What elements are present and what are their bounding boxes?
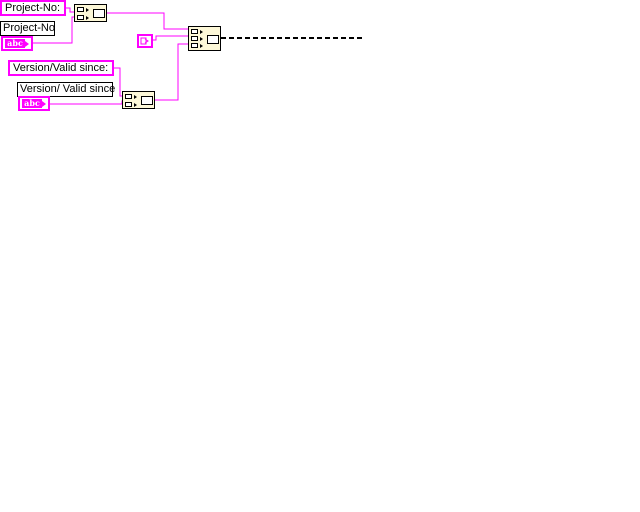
concatenate-strings-2-icon (141, 96, 153, 105)
version-valid-control-label[interactable]: Version/ Valid since (17, 82, 116, 97)
arrow-icon (134, 103, 137, 107)
arrow-icon (86, 8, 89, 12)
project-no-constant-text: Project-No: (5, 2, 61, 14)
concatenate-strings-node-3[interactable] (188, 26, 221, 51)
input-slot-icon (125, 94, 132, 99)
arrow-icon (200, 44, 203, 48)
input-slot-icon (77, 15, 84, 20)
input-slot-icon (77, 7, 84, 12)
input-slot-icon (191, 29, 198, 34)
arrow-icon (200, 37, 203, 41)
output-arrow-icon (42, 101, 46, 107)
enum-constant[interactable] (137, 34, 153, 48)
enum-constant-icon (140, 37, 149, 45)
arrow-icon (200, 30, 203, 34)
concatenate-strings-node-1[interactable] (74, 4, 107, 22)
wire-concat2-out[interactable] (154, 43, 190, 101)
input-slot-icon (191, 36, 198, 41)
wire-concat1-out[interactable] (106, 12, 190, 30)
string-terminal-icon: abc (5, 39, 25, 48)
arrow-icon (134, 95, 137, 99)
arrow-icon (86, 16, 89, 20)
concatenate-strings-3-icon (207, 35, 219, 44)
version-valid-string-terminal[interactable]: abc (18, 96, 50, 111)
concatenate-strings-2-icon (93, 9, 105, 18)
project-no-control-label[interactable]: Project-No (0, 21, 55, 36)
concatenate-strings-node-2[interactable] (122, 91, 155, 109)
wire-project-no-const[interactable] (66, 7, 76, 13)
project-no-string-constant[interactable]: Project-No: (0, 0, 66, 16)
version-valid-string-constant[interactable]: Version/Valid since: (8, 60, 114, 76)
project-no-string-terminal[interactable]: abc (1, 36, 33, 51)
output-arrow-icon (25, 41, 29, 47)
wire-version-terminal[interactable] (48, 100, 124, 105)
project-no-label-text: Project-No (3, 22, 55, 34)
string-terminal-icon: abc (22, 99, 42, 108)
input-slot-icon (191, 43, 198, 48)
version-valid-label-text: Version/ Valid since (20, 83, 116, 95)
wire-enum-const[interactable] (152, 35, 190, 41)
input-slot-icon (125, 102, 132, 107)
version-valid-constant-text: Version/Valid since: (13, 62, 109, 74)
